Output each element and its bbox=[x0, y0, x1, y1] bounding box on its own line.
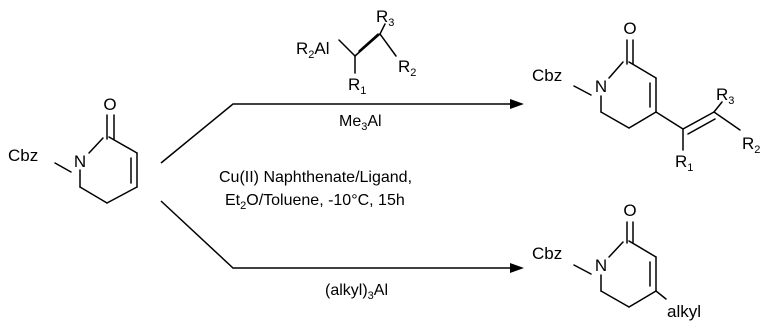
alkyl-product-structure: O N Cbz alkyl bbox=[532, 201, 701, 321]
reactant-structure: O N Cbz bbox=[8, 95, 138, 204]
reagent-r3-label: R3 bbox=[376, 7, 394, 29]
trialkylaluminum-label: (alkyl)3Al bbox=[325, 282, 388, 302]
lower-arrowhead bbox=[510, 263, 524, 273]
product-top-r1-label: R1 bbox=[675, 152, 693, 174]
upper-arrowhead bbox=[510, 99, 524, 109]
product-bottom-cbz-label: Cbz bbox=[532, 244, 562, 263]
vinyl-product-structure: O N Cbz R3 R2 R1 bbox=[532, 19, 760, 174]
product-top-r3-label: R3 bbox=[716, 85, 734, 107]
product-bottom-alkyl-label: alkyl bbox=[667, 302, 701, 321]
reactant-carbonyl-oxygen: O bbox=[103, 95, 116, 114]
reactant-nitrogen: N bbox=[74, 152, 86, 171]
product-bottom-nitrogen: N bbox=[595, 256, 607, 275]
product-top-nitrogen: N bbox=[595, 77, 607, 96]
product-top-carbonyl-oxygen: O bbox=[623, 19, 636, 38]
lower-reaction-arrow bbox=[160, 200, 513, 269]
product-bottom-carbonyl-oxygen: O bbox=[623, 201, 636, 220]
upper-reaction-arrow bbox=[160, 103, 513, 164]
reagent-dialkylaluminum-label: R2Al bbox=[296, 39, 330, 61]
vinyl-alane-reagent: R3 R2Al R2 R1 bbox=[296, 7, 416, 97]
reagent-r2-label: R2 bbox=[398, 57, 416, 79]
reagent-r1-label: R1 bbox=[348, 75, 366, 97]
product-top-r2-label: R2 bbox=[742, 134, 760, 156]
reaction-conditions-line-2: Et2O/Toluene, -10°C, 15h bbox=[225, 192, 405, 212]
product-top-cbz-label: Cbz bbox=[532, 66, 562, 85]
reaction-conditions-line-1: Cu(II) Naphthenate/Ligand, bbox=[219, 169, 412, 186]
reactant-cbz-label: Cbz bbox=[8, 146, 38, 165]
reaction-arrows bbox=[160, 99, 524, 273]
trimethylaluminum-label: Me3Al bbox=[339, 113, 382, 133]
